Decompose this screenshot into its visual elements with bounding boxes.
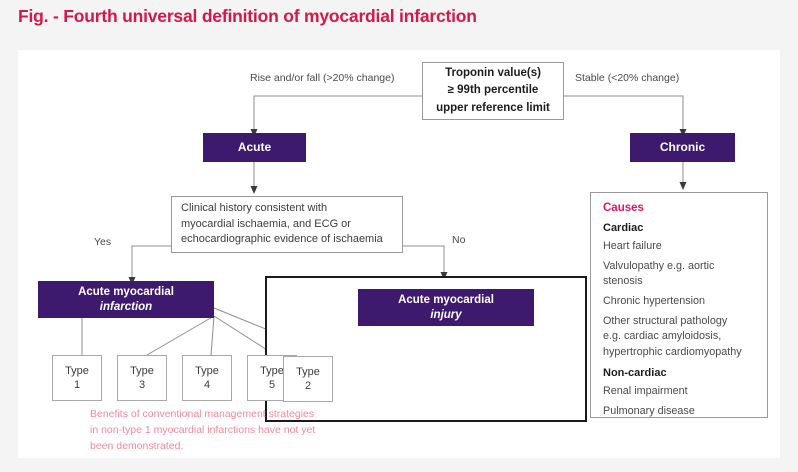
edge-label-rise-fall: Rise and/or fall (>20% change) (250, 72, 395, 84)
causes-item: Pulmonary disease (603, 405, 695, 418)
figure-canvas: Troponin value(s) ≥ 99th percentile uppe… (18, 50, 780, 458)
type-number: 1 (73, 379, 81, 391)
acute-label: Acute (237, 140, 272, 154)
causes-group-cardiac: Cardiac (603, 222, 644, 234)
type-number: 5 (268, 379, 276, 391)
infarction-line-2: infarction (99, 300, 153, 313)
injury-line-1: Acute myocardial (398, 294, 494, 307)
chronic-label: Chronic (659, 140, 706, 154)
type-box-1: Type 1 (52, 355, 102, 401)
troponin-line-1: Troponin value(s) (445, 67, 541, 80)
troponin-line-3: upper reference limit (436, 101, 550, 114)
type-box-2: Type 2 (283, 356, 333, 402)
type-box-4: Type 4 (182, 355, 232, 401)
causes-item-wrap-b: hypertrophic cardiomyopathy (603, 345, 742, 358)
type-number: 3 (138, 379, 146, 391)
injury-line-2: injury (430, 308, 462, 321)
causes-item: Other structural pathology (603, 314, 728, 327)
footnote-line-3: been demonstrated. (90, 439, 184, 452)
type-number: 2 (304, 380, 312, 392)
clinical-line-2: myocardial ischaemia, and ECG or (181, 217, 351, 230)
troponin-box: Troponin value(s) ≥ 99th percentile uppe… (422, 62, 564, 120)
edge-label-no: No (452, 234, 466, 246)
infarction-line-1: Acute myocardial (78, 286, 174, 299)
edge-label-yes: Yes (94, 236, 112, 248)
troponin-line-2: ≥ 99th percentile (447, 84, 539, 97)
clinical-history-box: Clinical history consistent with myocard… (171, 196, 403, 253)
footnote-line-1: Benefits of conventional management stra… (90, 408, 315, 420)
type-number: 4 (203, 379, 211, 391)
causes-panel: Causes Cardiac Heart failure Valvulopath… (590, 192, 768, 418)
causes-item-wrap-a: e.g. cardiac amyloidosis, (603, 330, 722, 343)
acute-myocardial-injury-box: Acute myocardial injury (358, 289, 534, 326)
clinical-line-1: Clinical history consistent with (181, 201, 328, 214)
causes-heading: Causes (603, 202, 644, 214)
causes-item: Renal impairment (603, 385, 688, 398)
footnote: Benefits of conventional management stra… (90, 407, 315, 454)
type-word: Type (260, 364, 284, 377)
causes-item: Valvulopathy e.g. aortic stenosis (603, 259, 715, 288)
edge-label-stable: Stable (<20% change) (575, 72, 680, 84)
footnote-line-2: in non-type 1 myocardial infarctions hav… (90, 423, 316, 436)
type-word: Type (65, 364, 89, 377)
chronic-box: Chronic (630, 133, 735, 162)
page-title: Fig. - Fourth universal definition of my… (18, 6, 477, 26)
type-box-3: Type 3 (117, 355, 167, 401)
acute-box: Acute (203, 133, 306, 162)
causes-item: Heart failure (603, 240, 662, 252)
causes-item: Chronic hypertension (603, 294, 706, 307)
causes-group-noncardiac: Non-cardiac (603, 367, 667, 380)
type-word: Type (130, 364, 154, 377)
type-word: Type (195, 364, 219, 377)
clinical-line-3: echocardiographic evidence of ischaemia (181, 233, 383, 246)
acute-myocardial-infarction-box: Acute myocardial infarction (38, 281, 214, 318)
type-word: Type (296, 365, 320, 378)
